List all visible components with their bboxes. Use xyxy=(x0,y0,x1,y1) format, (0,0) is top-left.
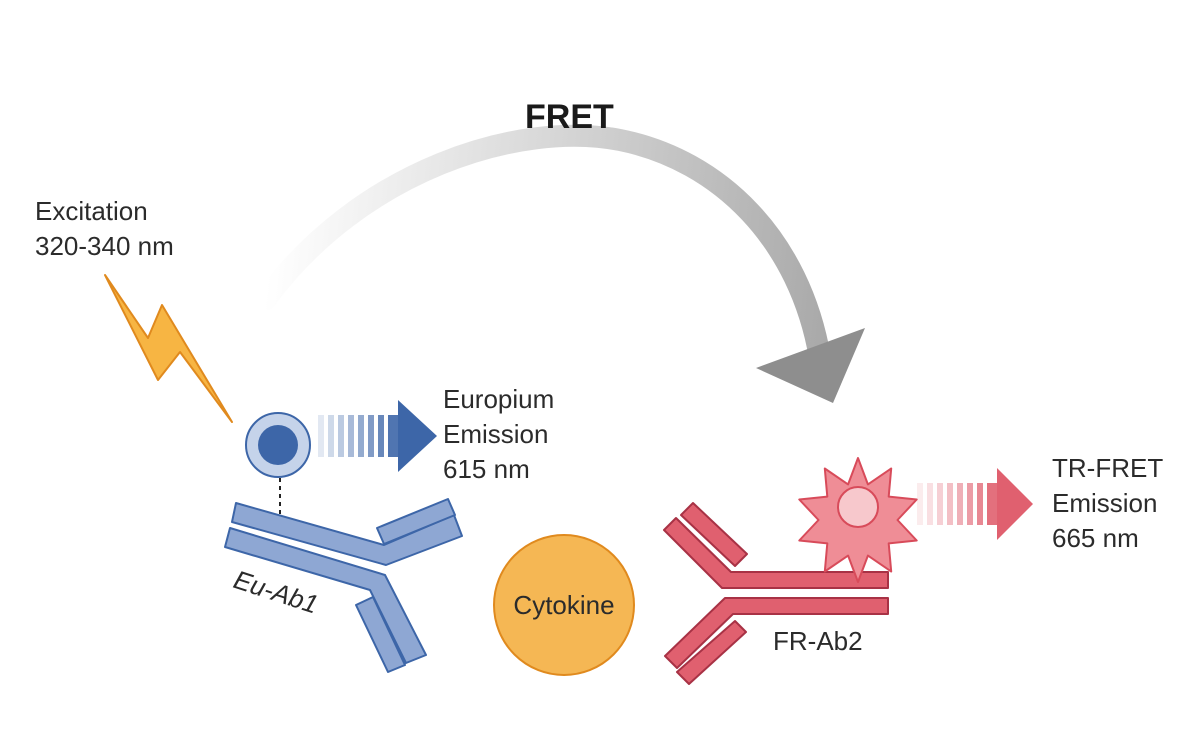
europium-label-line2: Emission xyxy=(443,419,548,449)
fr-antibody-label: FR-Ab2 xyxy=(773,626,863,656)
trfret-label-line2: Emission xyxy=(1052,488,1157,518)
cytokine: Cytokine xyxy=(493,534,635,676)
eu-antibody-light-chain-arm xyxy=(376,498,456,545)
fret-arrow xyxy=(254,124,865,403)
trfret-emission-label: TR-FRET Emission 665 nm xyxy=(1052,453,1163,553)
eu-emission-stripe xyxy=(328,415,334,457)
europium-label-line1: Europium xyxy=(443,384,554,414)
eu-emission-stripe xyxy=(378,415,384,457)
eu-antibody-light-chain-stem xyxy=(355,596,406,673)
trfret-emission-stripe xyxy=(927,483,933,525)
trfret-emission-stripe xyxy=(937,483,943,525)
trfret-emission-arrowhead xyxy=(997,468,1033,540)
trfret-wavelength: 665 nm xyxy=(1052,523,1139,553)
fr-antibody-heavy-chain-upper xyxy=(663,517,889,589)
eu-emission-stripe xyxy=(368,415,374,457)
excitation-label: Excitation 320-340 nm xyxy=(35,196,174,261)
europium-emission-label: Europium Emission 615 nm xyxy=(443,384,554,484)
acceptor-core xyxy=(837,486,879,528)
eu-antibody-heavy-chain-lower xyxy=(224,527,427,664)
trfret-emission-arrow xyxy=(917,468,1033,540)
europium-wavelength: 615 nm xyxy=(443,454,530,484)
fret-arrow-head xyxy=(756,328,865,403)
eu-antibody xyxy=(224,498,463,673)
europium-donor xyxy=(245,412,311,478)
fret-arrow-shaft xyxy=(254,124,831,369)
fret-title: FRET xyxy=(525,98,614,136)
europium-donor-core xyxy=(258,425,298,465)
trfret-emission-stripe xyxy=(917,483,923,525)
eu-emission-stripe xyxy=(358,415,364,457)
acceptor-fluorophore xyxy=(798,457,918,583)
fr-antibody-heavy-chain-lower xyxy=(664,597,889,669)
fr-antibody-light-chain-lower xyxy=(676,620,747,685)
fr-antibody xyxy=(663,502,889,685)
trfret-emission-stripe xyxy=(977,483,983,525)
europium-emission-arrow xyxy=(318,400,437,472)
eu-emission-arrowhead xyxy=(398,400,437,472)
trfret-label-line1: TR-FRET xyxy=(1052,453,1163,483)
fr-antibody-light-chain-upper xyxy=(680,502,748,567)
eu-emission-stripe xyxy=(318,415,324,457)
eu-emission-stripe xyxy=(338,415,344,457)
trfret-emission-stripe xyxy=(967,483,973,525)
lightning-bolt-icon xyxy=(104,274,233,423)
eu-emission-stripe xyxy=(388,415,398,457)
cytokine-circle xyxy=(493,534,635,676)
eu-emission-stripe xyxy=(348,415,354,457)
trfret-emission-stripe xyxy=(957,483,963,525)
trfret-emission-stripe xyxy=(987,483,997,525)
trfret-emission-stripe xyxy=(947,483,953,525)
cytokine-label: Cytokine xyxy=(513,590,614,620)
excitation-text-line1: Excitation xyxy=(35,196,148,226)
excitation-wavelength: 320-340 nm xyxy=(35,231,174,261)
